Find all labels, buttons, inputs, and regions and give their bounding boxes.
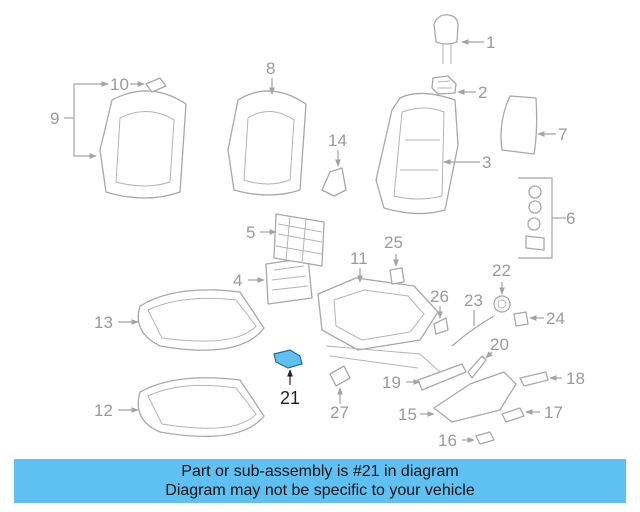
caption-line-1: Part or sub-assembly is #21 in diagram <box>181 463 459 480</box>
callout-25: 25 <box>384 233 403 252</box>
callout-12: 12 <box>94 401 113 420</box>
part-21-highlighted <box>273 349 303 369</box>
callout-27: 27 <box>330 403 349 422</box>
part-7-seatback-panel <box>500 95 538 155</box>
callout-15: 15 <box>398 405 417 424</box>
callout-10: 10 <box>110 75 129 94</box>
callout-20: 20 <box>490 335 509 354</box>
caption-bar: Part or sub-assembly is #21 in diagram D… <box>14 459 626 503</box>
callout-24: 24 <box>546 309 565 328</box>
part-22-knob <box>493 295 511 313</box>
part-14-side-bracket <box>321 167 347 197</box>
callout-18: 18 <box>566 369 585 388</box>
callout-7: 7 <box>558 125 567 144</box>
part-3-seatback-frame <box>375 92 459 215</box>
callout-8: 8 <box>266 59 275 78</box>
callout-21: 21 <box>280 388 300 408</box>
callout-6: 6 <box>566 209 575 228</box>
callout-17: 17 <box>544 403 563 422</box>
parts-diagram: 1 2 3 4 5 6 7 8 <box>50 14 585 450</box>
callout-1: 1 <box>486 33 495 52</box>
part-24-clip <box>513 311 529 327</box>
callout-16: 16 <box>438 431 457 450</box>
callout-22: 22 <box>492 261 511 280</box>
part-25-bracket <box>389 267 405 285</box>
part-6-fastener-set <box>518 177 553 259</box>
callout-13: 13 <box>94 313 113 332</box>
part-15-side-shield <box>433 371 517 423</box>
part-26-clip <box>433 317 449 335</box>
part-12-seat-cushion-pad <box>137 377 265 438</box>
part-20-link <box>467 355 487 379</box>
callout-2: 2 <box>478 83 487 102</box>
part-18-lever <box>519 371 549 387</box>
part-27-cover <box>329 365 351 387</box>
callout-23: 23 <box>464 291 483 310</box>
part-19-rail-cover <box>417 363 467 391</box>
part-11-seat-frame <box>317 277 441 373</box>
part-13-seat-cushion-cover <box>137 289 265 351</box>
part-2-headrest-guide <box>431 75 457 95</box>
part-10-clip <box>145 77 167 93</box>
callout-4: 4 <box>233 271 242 290</box>
callout-11: 11 <box>350 249 368 268</box>
part-5-spring-mat <box>273 213 325 267</box>
callout-9: 9 <box>50 109 59 128</box>
part-8-seatback-pad <box>227 90 307 196</box>
part-9-seatback-cover <box>99 90 187 199</box>
part-1-headrest <box>433 14 459 64</box>
callout-5: 5 <box>246 223 255 242</box>
part-4-lumbar-support <box>265 257 313 305</box>
callout-19: 19 <box>382 373 401 392</box>
callout-26: 26 <box>430 287 449 306</box>
callout-3: 3 <box>482 153 491 172</box>
part-16-cap <box>475 431 495 445</box>
callout-14: 14 <box>328 131 347 150</box>
caption-line-2: Diagram may not be specific to your vehi… <box>165 482 475 499</box>
part-23-cable <box>451 315 495 347</box>
part-17-knob-cover <box>501 407 525 423</box>
